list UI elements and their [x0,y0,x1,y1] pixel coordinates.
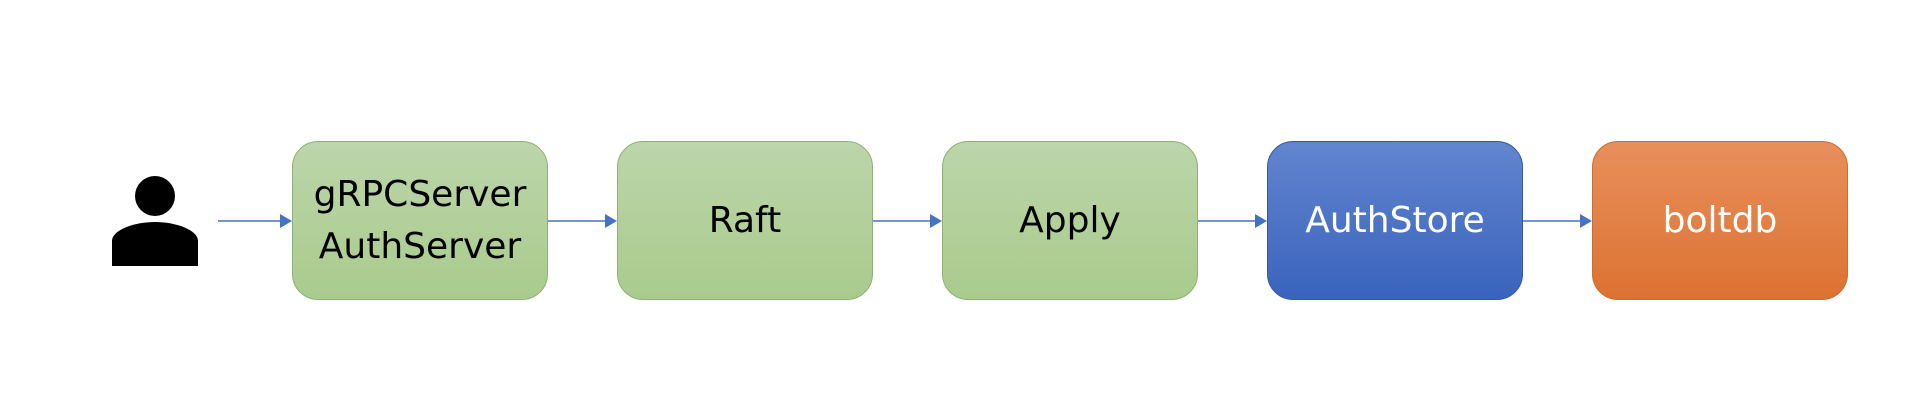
node-apply: Apply [942,141,1198,300]
edge-raft-to-apply-arrowhead [930,214,942,228]
edge-user-to-grpc-arrowhead [280,214,292,228]
node-boltdb-label: boltdb [1662,199,1778,241]
node-raft-label: Raft [708,199,782,241]
node-grpc-line-1: gRPCServer [313,173,527,215]
node-authstore: AuthStore [1267,141,1523,300]
edge-authstore-to-boltdb-arrowhead [1580,214,1592,228]
node-apply-label: Apply [1019,199,1121,241]
node-grpc-line-2: AuthServer [318,225,522,267]
node-boltdb: boltdb [1592,141,1848,300]
node-grpc-authserver: gRPCServer AuthServer [292,141,548,300]
node-raft: Raft [617,141,873,300]
user-icon [112,176,198,266]
node-authstore-label: AuthStore [1305,199,1485,241]
edge-apply-to-authstore-arrowhead [1255,214,1267,228]
edge-grpc-to-raft-arrowhead [605,214,617,228]
